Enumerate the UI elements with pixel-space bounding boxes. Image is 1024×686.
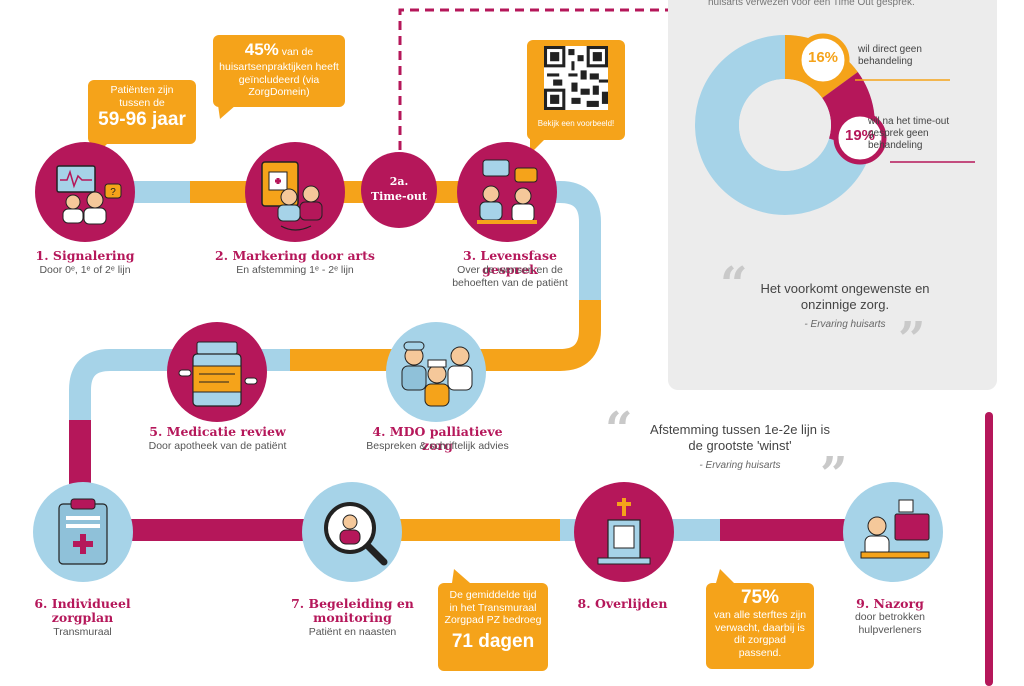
- step-1-title: 1. Signalering: [35, 248, 135, 263]
- step-7-title: 7. Begeleiding en monitoring: [291, 596, 414, 625]
- medication-icon: [178, 341, 258, 407]
- step-5-node: [167, 322, 267, 422]
- svg-text:?: ?: [110, 187, 116, 198]
- step-1-sub: Door 0ᵉ, 1ᵉ of 2ᵉ lijn: [39, 264, 131, 276]
- quote-1-text: Het voorkomt ongewenste en onzinnige zor…: [760, 281, 930, 312]
- qr-bubble[interactable]: Bekijk een voorbeeld!: [527, 40, 625, 140]
- duration-value: 71 dagen: [451, 630, 535, 652]
- step-4-sub: Bespreken & schriftelijk advies: [366, 440, 509, 452]
- duration-bubble: De gemiddelde tijd in het Transmuraal Zo…: [438, 583, 548, 671]
- step-9-title: 9. Nazorg: [856, 596, 924, 611]
- timeout-label-text: Time-out: [371, 190, 427, 203]
- age-bubble: Patiënten zijn tussen de 59-96 jaar: [88, 80, 196, 144]
- quote-2-text: Afstemming tussen 1e-2e lijn is de groot…: [650, 422, 830, 453]
- step-5-sub: Door apotheek van de patiënt: [148, 440, 287, 452]
- practices-bubble-tail: [218, 105, 236, 119]
- timeout-node: 2a. Time-out: [361, 152, 437, 228]
- clipboard-icon: [58, 498, 108, 565]
- stat2-value: 19%: [844, 127, 876, 144]
- doctors-screen-icon: ?: [56, 165, 122, 225]
- quote-1-author: - Ervaring huisarts: [804, 319, 886, 330]
- duration-bubble-tail: [452, 569, 470, 583]
- step-2-title: 2. Markering door arts: [215, 248, 375, 263]
- close-quote-icon: ”: [820, 447, 848, 503]
- step-8-node: [574, 482, 674, 582]
- step-4-title: 4. MDO palliatieve zorg: [372, 424, 503, 453]
- practices-text: van de huisartsenpraktijken heeft geïncl…: [219, 46, 339, 98]
- deaths-text: van alle sterftes zijn verwacht, daarbij…: [713, 609, 807, 659]
- step-6-sub: Transmuraal: [53, 626, 112, 638]
- stat2-label: wil na het time-out gesprek geen behande…: [868, 116, 950, 151]
- age-bubble-text: Patiënten zijn tussen de: [110, 84, 174, 109]
- qr-text: Bekijk een voorbeeld!: [537, 118, 615, 128]
- deaths-value: 75%: [740, 587, 780, 608]
- quote-2: Afstemming tussen 1e-2e lijn is de groot…: [645, 422, 835, 474]
- open-quote-icon: “: [720, 257, 748, 313]
- step-6-node: [33, 482, 133, 582]
- step-7-node: [302, 482, 402, 582]
- step-3-node: [457, 142, 557, 242]
- step-2-node: [245, 142, 345, 242]
- deaths-bubble-tail: [716, 569, 734, 583]
- aftercare-icon: [860, 499, 930, 559]
- step-8-title: 8. Overlijden: [577, 596, 668, 611]
- qr-code-icon[interactable]: [544, 46, 608, 110]
- quote-1: Het voorkomt ongewenste en onzinnige zor…: [755, 281, 935, 333]
- timeout-label-number: 2a.: [389, 175, 409, 188]
- close-quote-icon: ”: [898, 312, 926, 368]
- panel-header: huisarts verwezen voor een Time Out gesp…: [708, 0, 915, 8]
- gravestone-icon: [597, 498, 651, 565]
- step-3-sub: Over de wensen en de behoeften van de pa…: [452, 264, 568, 289]
- timeout-dashed-line: [398, 8, 668, 165]
- magnifier-person-icon: [324, 502, 388, 566]
- step-9-node: [843, 482, 943, 582]
- practices-bubble: 45% van de huisartsenpraktijken heeft ge…: [213, 35, 345, 107]
- conversation-icon: [477, 159, 538, 224]
- step-7-sub: Patiënt en naasten: [308, 626, 397, 638]
- step-2-sub: En afstemming 1ᵉ - 2ᵉ lijn: [236, 264, 354, 276]
- step-1-node: ?: [35, 142, 135, 242]
- marking-icon: [261, 161, 323, 231]
- step-5-title: 5. Medicatie review: [149, 424, 286, 439]
- donut-chart: [695, 33, 975, 215]
- open-quote-icon: “: [605, 402, 633, 458]
- stat1-label: wil direct geen behandeling: [858, 44, 922, 67]
- stat1-value: 16%: [807, 49, 839, 66]
- step-3-title: 3. Levensfase gesprek: [463, 248, 557, 277]
- quote-2-author: - Ervaring huisarts: [699, 460, 781, 471]
- team-meeting-icon: [401, 341, 473, 407]
- age-bubble-value: 59-96 jaar: [98, 109, 186, 130]
- deaths-bubble: 75% van alle sterftes zijn verwacht, daa…: [706, 583, 814, 669]
- step-4-node: [386, 322, 486, 422]
- practices-value: 45%: [244, 40, 279, 59]
- step-6-title: 6. Individueel zorgplan: [34, 596, 131, 625]
- duration-text: De gemiddelde tijd in het Transmuraal Zo…: [444, 589, 542, 626]
- step-9-sub: door betrokken hulpverleners: [854, 611, 926, 636]
